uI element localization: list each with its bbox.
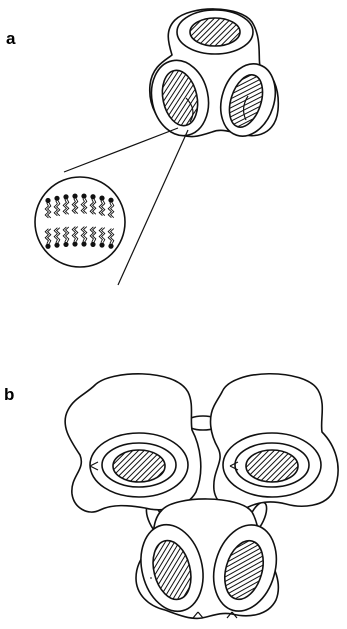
- junction-unit-left: [65, 374, 201, 512]
- lipid-head: [99, 196, 104, 201]
- top-tunnel-hole: [190, 18, 240, 46]
- zoom-line-upper: [64, 128, 178, 172]
- lipid-head: [108, 244, 113, 249]
- lipid-head: [90, 242, 95, 247]
- panel-a: a: [6, 9, 284, 285]
- lipid-head: [81, 241, 86, 246]
- lipid-head: [45, 244, 50, 249]
- bilayer-magnification: [35, 177, 125, 267]
- lipid-head: [45, 198, 50, 203]
- lipid-head: [81, 193, 86, 198]
- lipid-head: [54, 243, 59, 248]
- lipid-head: [63, 194, 68, 199]
- panel-a-label: a: [6, 29, 16, 48]
- lipid-head: [72, 194, 77, 199]
- lipid-head: [108, 198, 113, 203]
- lipid-head: [63, 242, 68, 247]
- panel-b: b: [4, 374, 338, 619]
- lipid-head: [54, 196, 59, 201]
- lipid-head: [99, 242, 104, 247]
- magnifier-circle: [35, 177, 125, 267]
- panel-b-label: b: [4, 385, 14, 404]
- cubic-junction-unit: [145, 9, 284, 143]
- junction-unit-right: [211, 374, 339, 510]
- left-unit-tunnel-hole: [113, 450, 165, 482]
- right-unit-tunnel-hole: [246, 450, 298, 482]
- zoom-line-lower: [118, 130, 188, 285]
- lipid-head: [90, 194, 95, 199]
- lipid-head: [72, 241, 77, 246]
- speck: [150, 577, 152, 579]
